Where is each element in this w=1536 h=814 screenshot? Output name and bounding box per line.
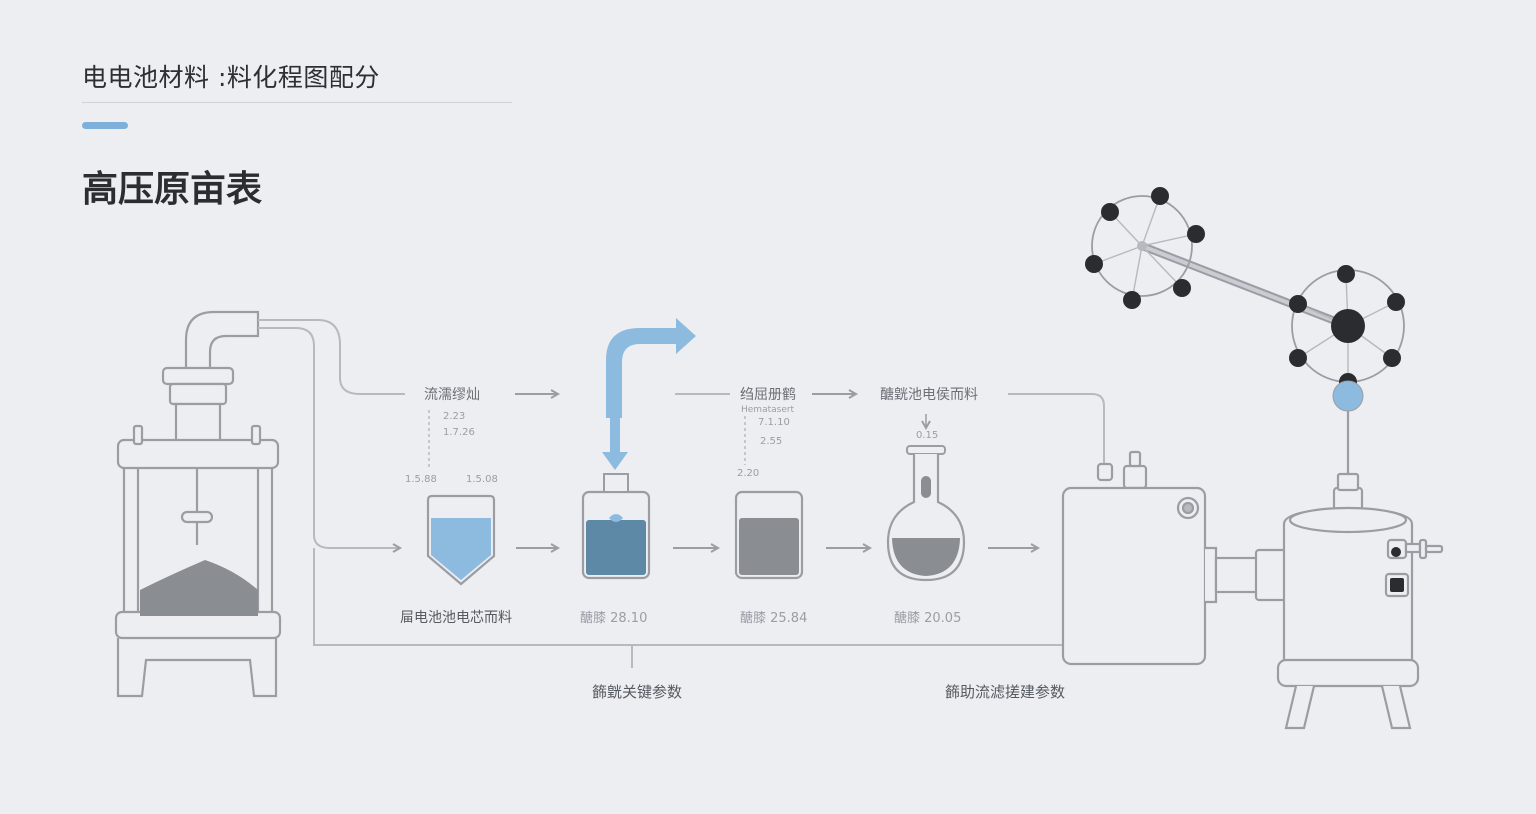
step-2-label: 绉屈册鹤 <box>740 386 796 403</box>
header: 电电池材料 :料化程图配分 <box>82 58 522 129</box>
step-2-value-d: 2.20 <box>737 468 759 479</box>
vessel-3 <box>734 490 804 580</box>
vessel-2-caption: 醣膝 28.10 <box>580 610 647 626</box>
reactor-marker <box>1391 547 1401 557</box>
step-1-label: 流濡缪灿 <box>424 387 480 403</box>
molecular-model <box>1085 187 1405 412</box>
step-1-value-d: 1.5.08 <box>466 474 498 485</box>
section-title: 高压原亩表 <box>82 169 263 210</box>
title-divider <box>82 102 512 103</box>
step-1-value-b: 1.7.26 <box>443 427 475 438</box>
vessel-4-flask <box>886 445 966 582</box>
vessel-1 <box>426 494 496 586</box>
step-1-value-a: 2.23 <box>443 411 465 422</box>
document-title: 电电池材料 :料化程图配分 <box>82 63 380 92</box>
supply-pipes <box>258 319 1062 668</box>
step-3-label: 醣皝池电侯而料 <box>880 387 978 403</box>
step-2-value-c: 2.55 <box>760 436 782 447</box>
bottom-left-caption: 籂皝关键参数 <box>592 683 682 701</box>
processing-unit <box>1061 450 1288 666</box>
step-2-value-a: Hematasert <box>741 405 795 415</box>
vessel-3-caption: 醣膝 25.84 <box>740 610 807 626</box>
feed-head <box>602 452 628 470</box>
reactor-vessel <box>114 310 282 698</box>
reactor-switch <box>1390 578 1404 592</box>
bottom-right-caption: 籂助流滤搓建参数 <box>945 683 1065 701</box>
right-reactor <box>1276 410 1444 730</box>
vessel-2 <box>581 473 651 580</box>
feed-arrow <box>606 318 696 418</box>
reactor-powder <box>140 560 258 616</box>
step-1-value-c: 1.5.88 <box>405 474 437 485</box>
step-2-value-b: 7.1.10 <box>758 417 790 428</box>
step-3-lead-line <box>1008 393 1105 466</box>
vessel-1-caption: 屇电池池电芯而料 <box>400 610 512 626</box>
accent-bar <box>82 122 128 129</box>
feed-stem <box>610 418 620 456</box>
step-3-value-a: 0.15 <box>916 430 938 441</box>
vessel-4-caption: 醣膝 20.05 <box>894 610 961 626</box>
